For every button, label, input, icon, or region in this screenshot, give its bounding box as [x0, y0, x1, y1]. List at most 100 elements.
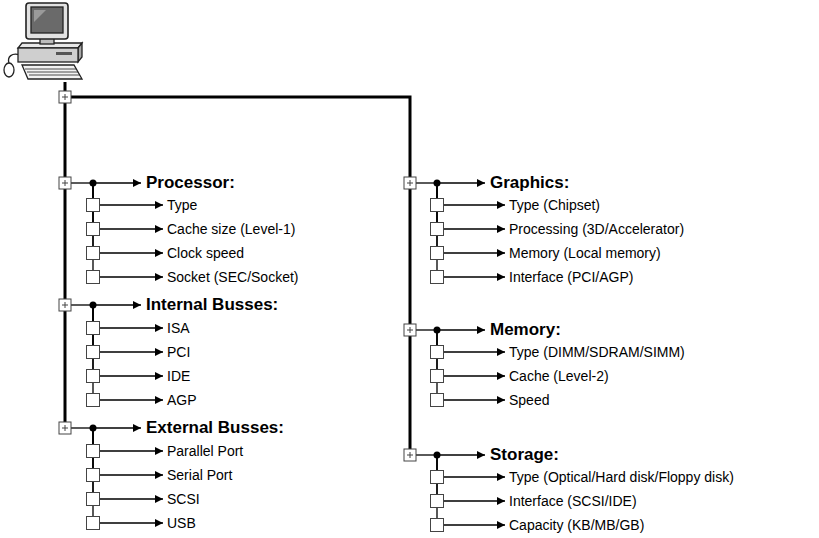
component-item: Interface (PCI/AGP): [505, 269, 637, 286]
expand-box: [407, 180, 413, 186]
branch-dot: [434, 180, 441, 187]
item-box: [87, 199, 444, 532]
item-text: USB: [167, 515, 196, 532]
item-box: [87, 271, 100, 284]
item-text: AGP: [167, 392, 197, 409]
item-text: Type (Optical/Hard disk/Floppy disk): [509, 469, 734, 486]
heading-text: Internal Busses:: [146, 295, 278, 315]
component-item: Type (Chipset): [505, 197, 604, 214]
item-box: [87, 223, 100, 236]
item-text: Type (Chipset): [509, 197, 600, 214]
item-text: Parallel Port: [167, 443, 243, 460]
tree-connector: [93, 305, 163, 400]
component-item: Cache size (Level-1): [163, 221, 299, 238]
expand-box: [407, 327, 413, 333]
branch-dot: [434, 452, 441, 459]
tree-connector: [93, 183, 163, 277]
item-box: [87, 322, 100, 335]
heading-text: Storage:: [490, 445, 559, 465]
heading-text: Memory:: [490, 320, 561, 340]
category-heading: Memory:: [437, 320, 565, 340]
computer-icon: [31, 7, 63, 33]
expand-box: [62, 94, 68, 100]
item-box: [87, 445, 100, 458]
item-text: Type (DIMM/SDRAM/SIMM): [509, 344, 685, 361]
item-box: [87, 370, 100, 383]
item-text: IDE: [167, 368, 190, 385]
component-item: Speed: [505, 392, 553, 409]
expand-box: [59, 299, 71, 311]
expand-box: [404, 324, 416, 336]
component-item: Interface (SCSI/IDE): [505, 493, 641, 510]
branch-dot: [90, 180, 441, 459]
expand-box: [404, 449, 416, 461]
item-text: Processing (3D/Accelerator): [509, 221, 684, 238]
computer-icon: [56, 52, 72, 55]
branch-dot: [90, 425, 97, 432]
tree-trunk: [65, 82, 410, 455]
computer-icon: [4, 3, 82, 79]
heading-branch: [437, 329, 485, 330]
connector-group: [93, 183, 505, 525]
heading-text: Processor:: [146, 173, 235, 193]
heading-branch: [71, 183, 485, 455]
component-item: AGP: [163, 392, 201, 409]
item-box: [87, 517, 100, 530]
tree-connector: [437, 183, 505, 277]
component-item: Parallel Port: [163, 443, 247, 460]
item-text: ISA: [167, 320, 190, 337]
component-item: Socket (SEC/Socket): [163, 269, 303, 286]
item-box: [431, 370, 444, 383]
expand-box: [62, 302, 68, 308]
component-item: Type (DIMM/SDRAM/SIMM): [505, 344, 689, 361]
item-text: Socket (SEC/Socket): [167, 269, 299, 286]
heading-text: Graphics:: [490, 173, 569, 193]
component-item: SCSI: [163, 491, 204, 508]
expand-box: [59, 91, 416, 461]
item-box: [431, 394, 444, 407]
component-item: Capacity (KB/MB/GB): [505, 517, 648, 534]
component-item: Memory (Local memory): [505, 245, 665, 262]
item-box: [431, 471, 444, 484]
tree-connector: [437, 183, 505, 253]
branch-dot: [434, 327, 441, 334]
expand-box: [404, 177, 416, 189]
heading-branch: [437, 182, 485, 183]
item-text: Memory (Local memory): [509, 245, 661, 262]
component-item: IDE: [163, 368, 194, 385]
item-box: [431, 247, 444, 260]
item-text: Cache (Level-2): [509, 368, 609, 385]
component-item: Serial Port: [163, 467, 236, 484]
expand-box: [59, 91, 71, 103]
item-box: [431, 346, 444, 359]
computer-icon: [34, 10, 46, 22]
item-text: Serial Port: [167, 467, 232, 484]
item-box: [431, 519, 444, 532]
item-box: [431, 223, 444, 236]
item-box: [87, 247, 100, 260]
computer-icon: [18, 48, 78, 62]
component-item: Type (Optical/Hard disk/Floppy disk): [505, 469, 738, 486]
expand-box: [62, 180, 68, 186]
computer-icon: [4, 63, 14, 77]
component-item: Clock speed: [163, 245, 248, 262]
computer-icon: [22, 65, 82, 79]
component-item: Processing (3D/Accelerator): [505, 221, 688, 238]
branch-dot: [90, 302, 97, 309]
tree-connector: [93, 428, 163, 523]
heading-branch: [437, 454, 485, 455]
item-text: PCI: [167, 344, 190, 361]
expand-box: [59, 422, 71, 434]
heading-text: External Busses:: [146, 418, 284, 438]
expand-box: [62, 425, 68, 431]
tree-connector: [93, 428, 163, 499]
heading-branch: [93, 427, 141, 428]
item-box: [87, 394, 100, 407]
category-heading: External Busses:: [93, 418, 288, 438]
tree-connector: [437, 330, 505, 400]
component-item: Cache (Level-2): [505, 368, 613, 385]
item-text: Interface (PCI/AGP): [509, 269, 633, 286]
tree-connector: [437, 455, 505, 525]
